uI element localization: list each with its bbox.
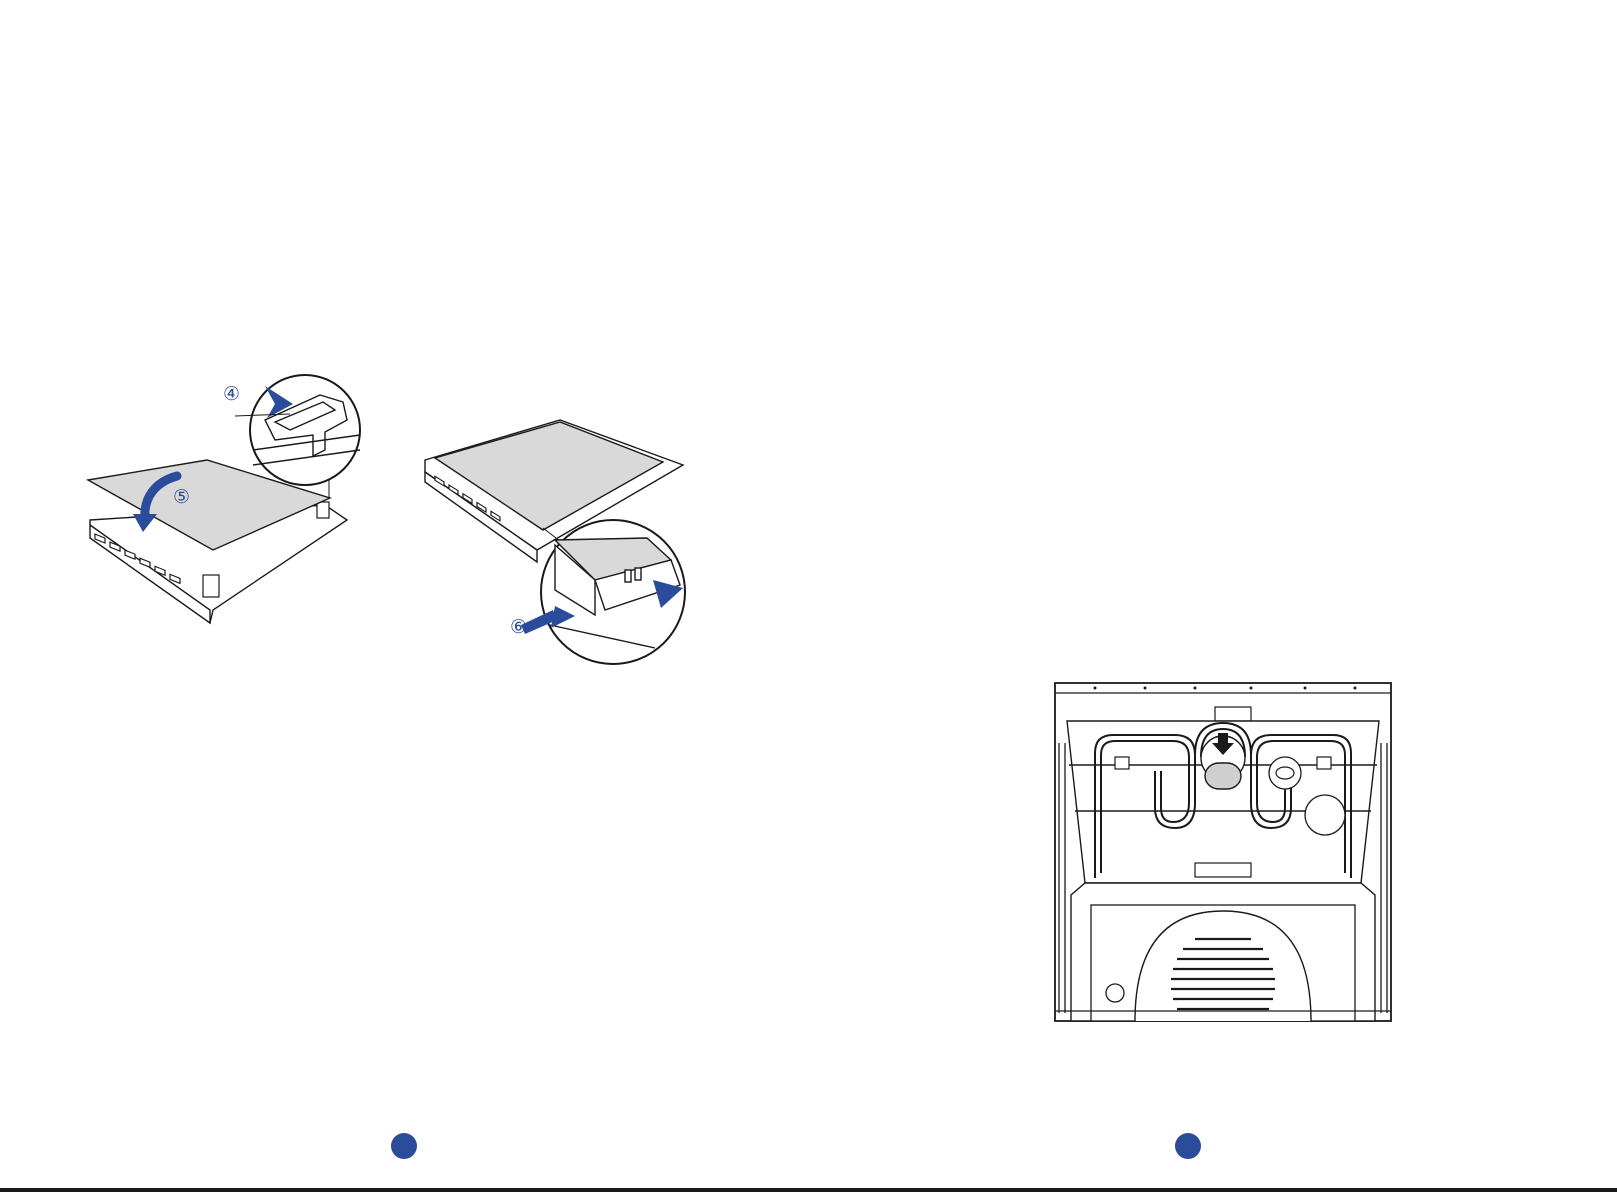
page-number-dot	[391, 1133, 417, 1159]
hinge-block-left	[203, 575, 219, 597]
step-5-label: ⑤	[173, 488, 190, 507]
drain-hole	[1106, 984, 1124, 1002]
bottom-edge-rule	[0, 1188, 1617, 1192]
hinge-block-right	[317, 502, 329, 518]
page-number-dot	[1175, 1133, 1201, 1159]
top-clip	[1215, 707, 1251, 721]
door-glass-installed-drawing	[425, 420, 715, 680]
step-6-label: ⑥	[510, 618, 527, 637]
lamp-cover	[1205, 763, 1241, 789]
figure-door-glass-lower: ④ ⑤	[85, 380, 385, 640]
right-page	[809, 0, 1617, 1192]
figure-oven-interior-lamp	[1055, 683, 1391, 1021]
door-glass-lower-drawing	[85, 380, 385, 640]
oven-interior-drawing	[1055, 683, 1391, 1021]
left-page: ④ ⑤	[0, 0, 808, 1192]
figure-door-glass-installed: ⑥	[425, 420, 715, 680]
step-4-label: ④	[223, 385, 240, 404]
